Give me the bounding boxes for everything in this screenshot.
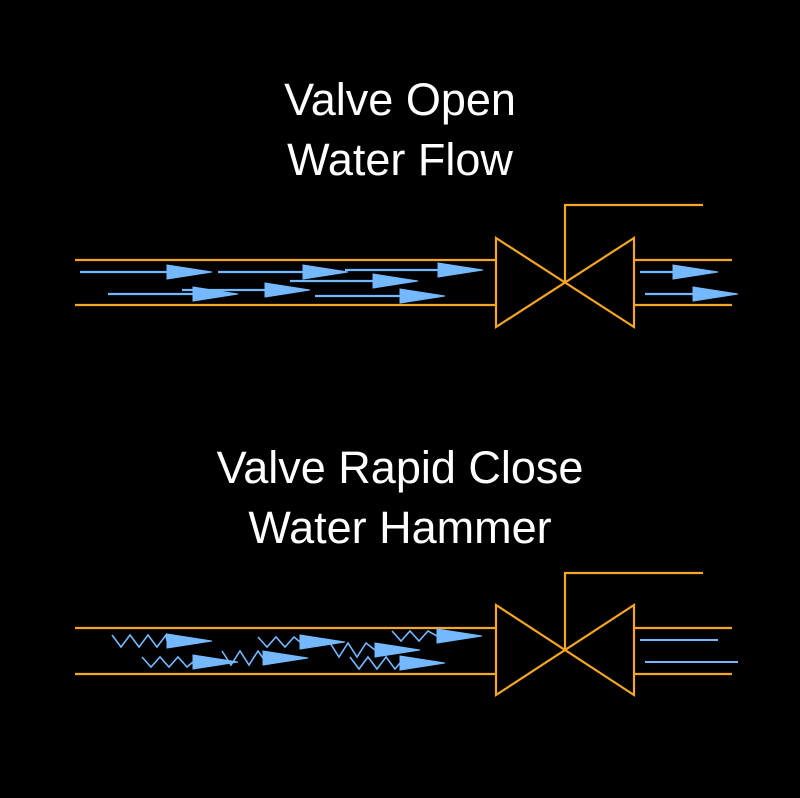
panel-close	[75, 571, 738, 698]
valve-body	[494, 602, 636, 698]
gate-valve-icon	[494, 571, 703, 698]
panel-close-title: Valve Rapid Close Water Hammer	[0, 438, 800, 558]
pressure-wave-icon	[141, 654, 239, 670]
panel-open-title-line2: Water Flow	[287, 134, 513, 185]
valve-stem	[563, 203, 703, 282]
gate-valve-icon	[494, 203, 703, 330]
flow-arrow-icon	[182, 282, 311, 298]
panel-open	[75, 203, 739, 330]
outlet-pipe	[634, 258, 732, 307]
panel-close-title-line2: Water Hammer	[248, 502, 552, 553]
flow-arrow-icon	[640, 264, 719, 280]
flow-arrow-icon	[345, 262, 484, 278]
flow-arrow-icon	[218, 264, 349, 280]
panel-open-title-line1: Valve Open	[284, 74, 516, 125]
flow-arrow-icon	[290, 273, 419, 289]
panel-open-title: Valve Open Water Flow	[0, 70, 800, 190]
flow-arrow-icon	[645, 286, 739, 302]
valve-body	[494, 235, 636, 330]
pressure-wave-icon	[257, 634, 346, 650]
pressure-wave-icon	[391, 628, 483, 644]
still-water-lines	[640, 639, 738, 663]
flow-arrow-icon	[315, 288, 446, 304]
panel-close-title-line1: Valve Rapid Close	[216, 442, 584, 493]
outlet-pipe	[634, 626, 732, 676]
inlet-pipe	[75, 626, 496, 676]
pressure-wave-icon	[329, 641, 421, 659]
flow-arrow-icon	[80, 264, 213, 280]
pressure-wave-icon	[111, 633, 213, 649]
inlet-pipe	[75, 258, 496, 307]
flow-arrows-open	[80, 262, 739, 304]
pressure-wave-icon	[221, 649, 309, 667]
valve-stem	[563, 571, 703, 650]
flow-arrows-hammer	[111, 628, 483, 671]
pressure-wave-icon	[349, 655, 446, 671]
